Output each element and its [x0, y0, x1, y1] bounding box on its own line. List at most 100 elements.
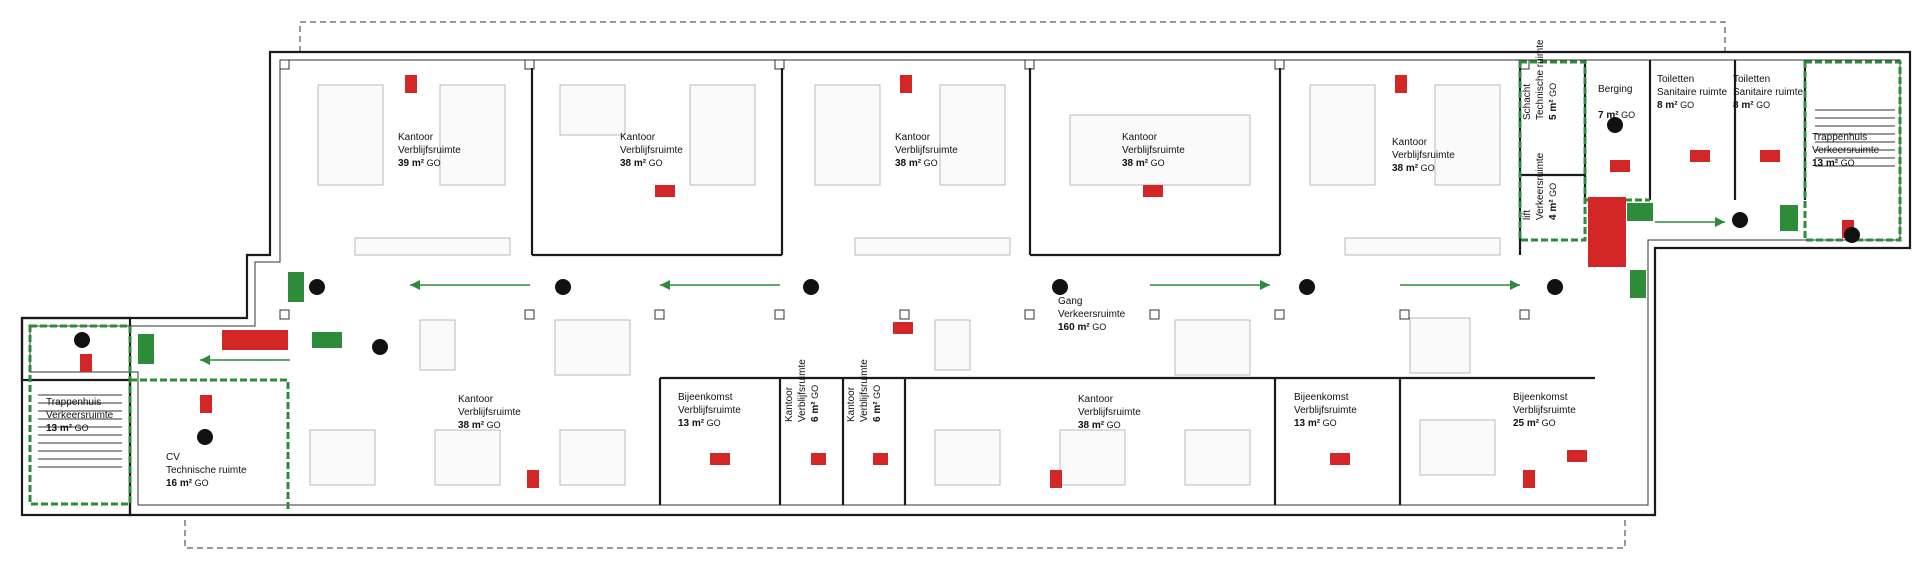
- column-grid: [279, 59, 1530, 320]
- desk-clusters: [309, 84, 1501, 486]
- room-name: Kantoor: [1392, 137, 1428, 148]
- room-area: 13 m² GO: [1294, 418, 1337, 429]
- smoke-detector-icon: [74, 117, 1860, 445]
- room-area-suffix: GO: [1678, 100, 1695, 110]
- room-name: Bijeenkomst: [678, 392, 733, 403]
- room-name: Bijeenkomst: [1513, 392, 1568, 403]
- room-type: Verblijfsruimte: [1122, 145, 1185, 156]
- room-name: Bijeenkomst: [1294, 392, 1349, 403]
- room-area-suffix: GO: [1539, 418, 1556, 428]
- room-label-berging: Berging 7 m² GO: [1598, 84, 1635, 121]
- room-area-suffix: GO: [424, 158, 441, 168]
- room-name: Kantoor: [846, 386, 857, 422]
- room-area-suffix: GO: [1148, 158, 1165, 168]
- room-name: Trappenhuis: [1812, 132, 1867, 143]
- room-area-suffix: GO: [704, 418, 721, 428]
- room-name: Gang: [1058, 296, 1082, 307]
- room-area: 7 m² GO: [1598, 110, 1635, 121]
- room-name: Kantoor: [784, 386, 795, 422]
- room-type: Sanitaire ruimte: [1657, 87, 1727, 98]
- room-area-suffix: GO: [921, 158, 938, 168]
- room-area: 160 m² GO: [1058, 322, 1106, 333]
- room-type: Technische ruimte: [1535, 39, 1546, 120]
- room-name: Kantoor: [398, 132, 434, 143]
- room-area-suffix: GO: [192, 478, 209, 488]
- roof-overhang-bottom: [184, 520, 1626, 549]
- room-type: Verblijfsruimte: [1392, 150, 1455, 161]
- room-type: Verblijfsruimte: [797, 359, 808, 422]
- room-area-suffix: GO: [1090, 322, 1107, 332]
- room-area: 8 m² GO: [1657, 100, 1694, 111]
- room-area-suffix: GO: [810, 385, 820, 402]
- left-stair-treads: [38, 394, 122, 468]
- room-type: Verkeersruimte: [1812, 145, 1880, 156]
- room-area: 16 m² GO: [166, 478, 209, 489]
- room-area-suffix: GO: [1418, 163, 1435, 173]
- room-area-suffix: GO: [72, 423, 89, 433]
- room-type: Sanitaire ruimte: [1733, 87, 1803, 98]
- room-area: 6 m² GO: [810, 385, 821, 422]
- room-area: 5 m² GO: [1548, 83, 1559, 120]
- room-area-suffix: GO: [484, 420, 501, 430]
- room-name: Trappenhuis: [46, 397, 101, 408]
- exit-sign-icon: [138, 203, 1798, 364]
- room-area: 39 m² GO: [398, 158, 441, 169]
- room-type: Verblijfsruimte: [620, 145, 683, 156]
- room-type: Technische ruimte: [166, 465, 247, 476]
- room-type: Verkeersruimte: [1535, 152, 1546, 220]
- room-type: Verblijfsruimte: [398, 145, 461, 156]
- room-type: Verblijfsruimte: [1294, 405, 1357, 416]
- room-name: Kantoor: [620, 132, 656, 143]
- room-type: Verblijfsruimte: [1513, 405, 1576, 416]
- room-type: Verblijfsruimte: [678, 405, 741, 416]
- room-name: Kantoor: [895, 132, 931, 143]
- room-area: 38 m² GO: [1392, 163, 1435, 174]
- room-area: 13 m² GO: [678, 418, 721, 429]
- room-area: 8 m² GO: [1733, 100, 1770, 111]
- room-area-suffix: GO: [1548, 183, 1558, 200]
- room-type: Verblijfsruimte: [1078, 407, 1141, 418]
- room-name: lift: [1522, 210, 1533, 220]
- room-name: Berging: [1598, 84, 1632, 95]
- room-area: 4 m² GO: [1548, 183, 1559, 220]
- room-label-cv: CV Technische ruimte 16 m² GO: [166, 452, 247, 489]
- room-type: Verkeersruimte: [46, 410, 114, 421]
- room-type: Verblijfsruimte: [458, 407, 521, 418]
- room-type: Verkeersruimte: [1058, 309, 1126, 320]
- fire-equipment-icon: [80, 75, 1854, 488]
- room-area: 13 m² GO: [1812, 158, 1855, 169]
- room-area-suffix: GO: [1838, 158, 1855, 168]
- room-area: 38 m² GO: [458, 420, 501, 431]
- room-area: 13 m² GO: [46, 423, 89, 434]
- room-area: 38 m² GO: [1078, 420, 1121, 431]
- room-name: CV: [166, 452, 180, 463]
- room-area: 25 m² GO: [1513, 418, 1556, 429]
- room-type: Verblijfsruimte: [895, 145, 958, 156]
- room-name: Schacht: [1522, 84, 1533, 120]
- room-area: 6 m² GO: [872, 385, 883, 422]
- escape-route-arrows: [200, 217, 1725, 365]
- room-area: 38 m² GO: [1122, 158, 1165, 169]
- roof-overhang-top: [299, 21, 1726, 52]
- room-name: Toiletten: [1657, 74, 1694, 85]
